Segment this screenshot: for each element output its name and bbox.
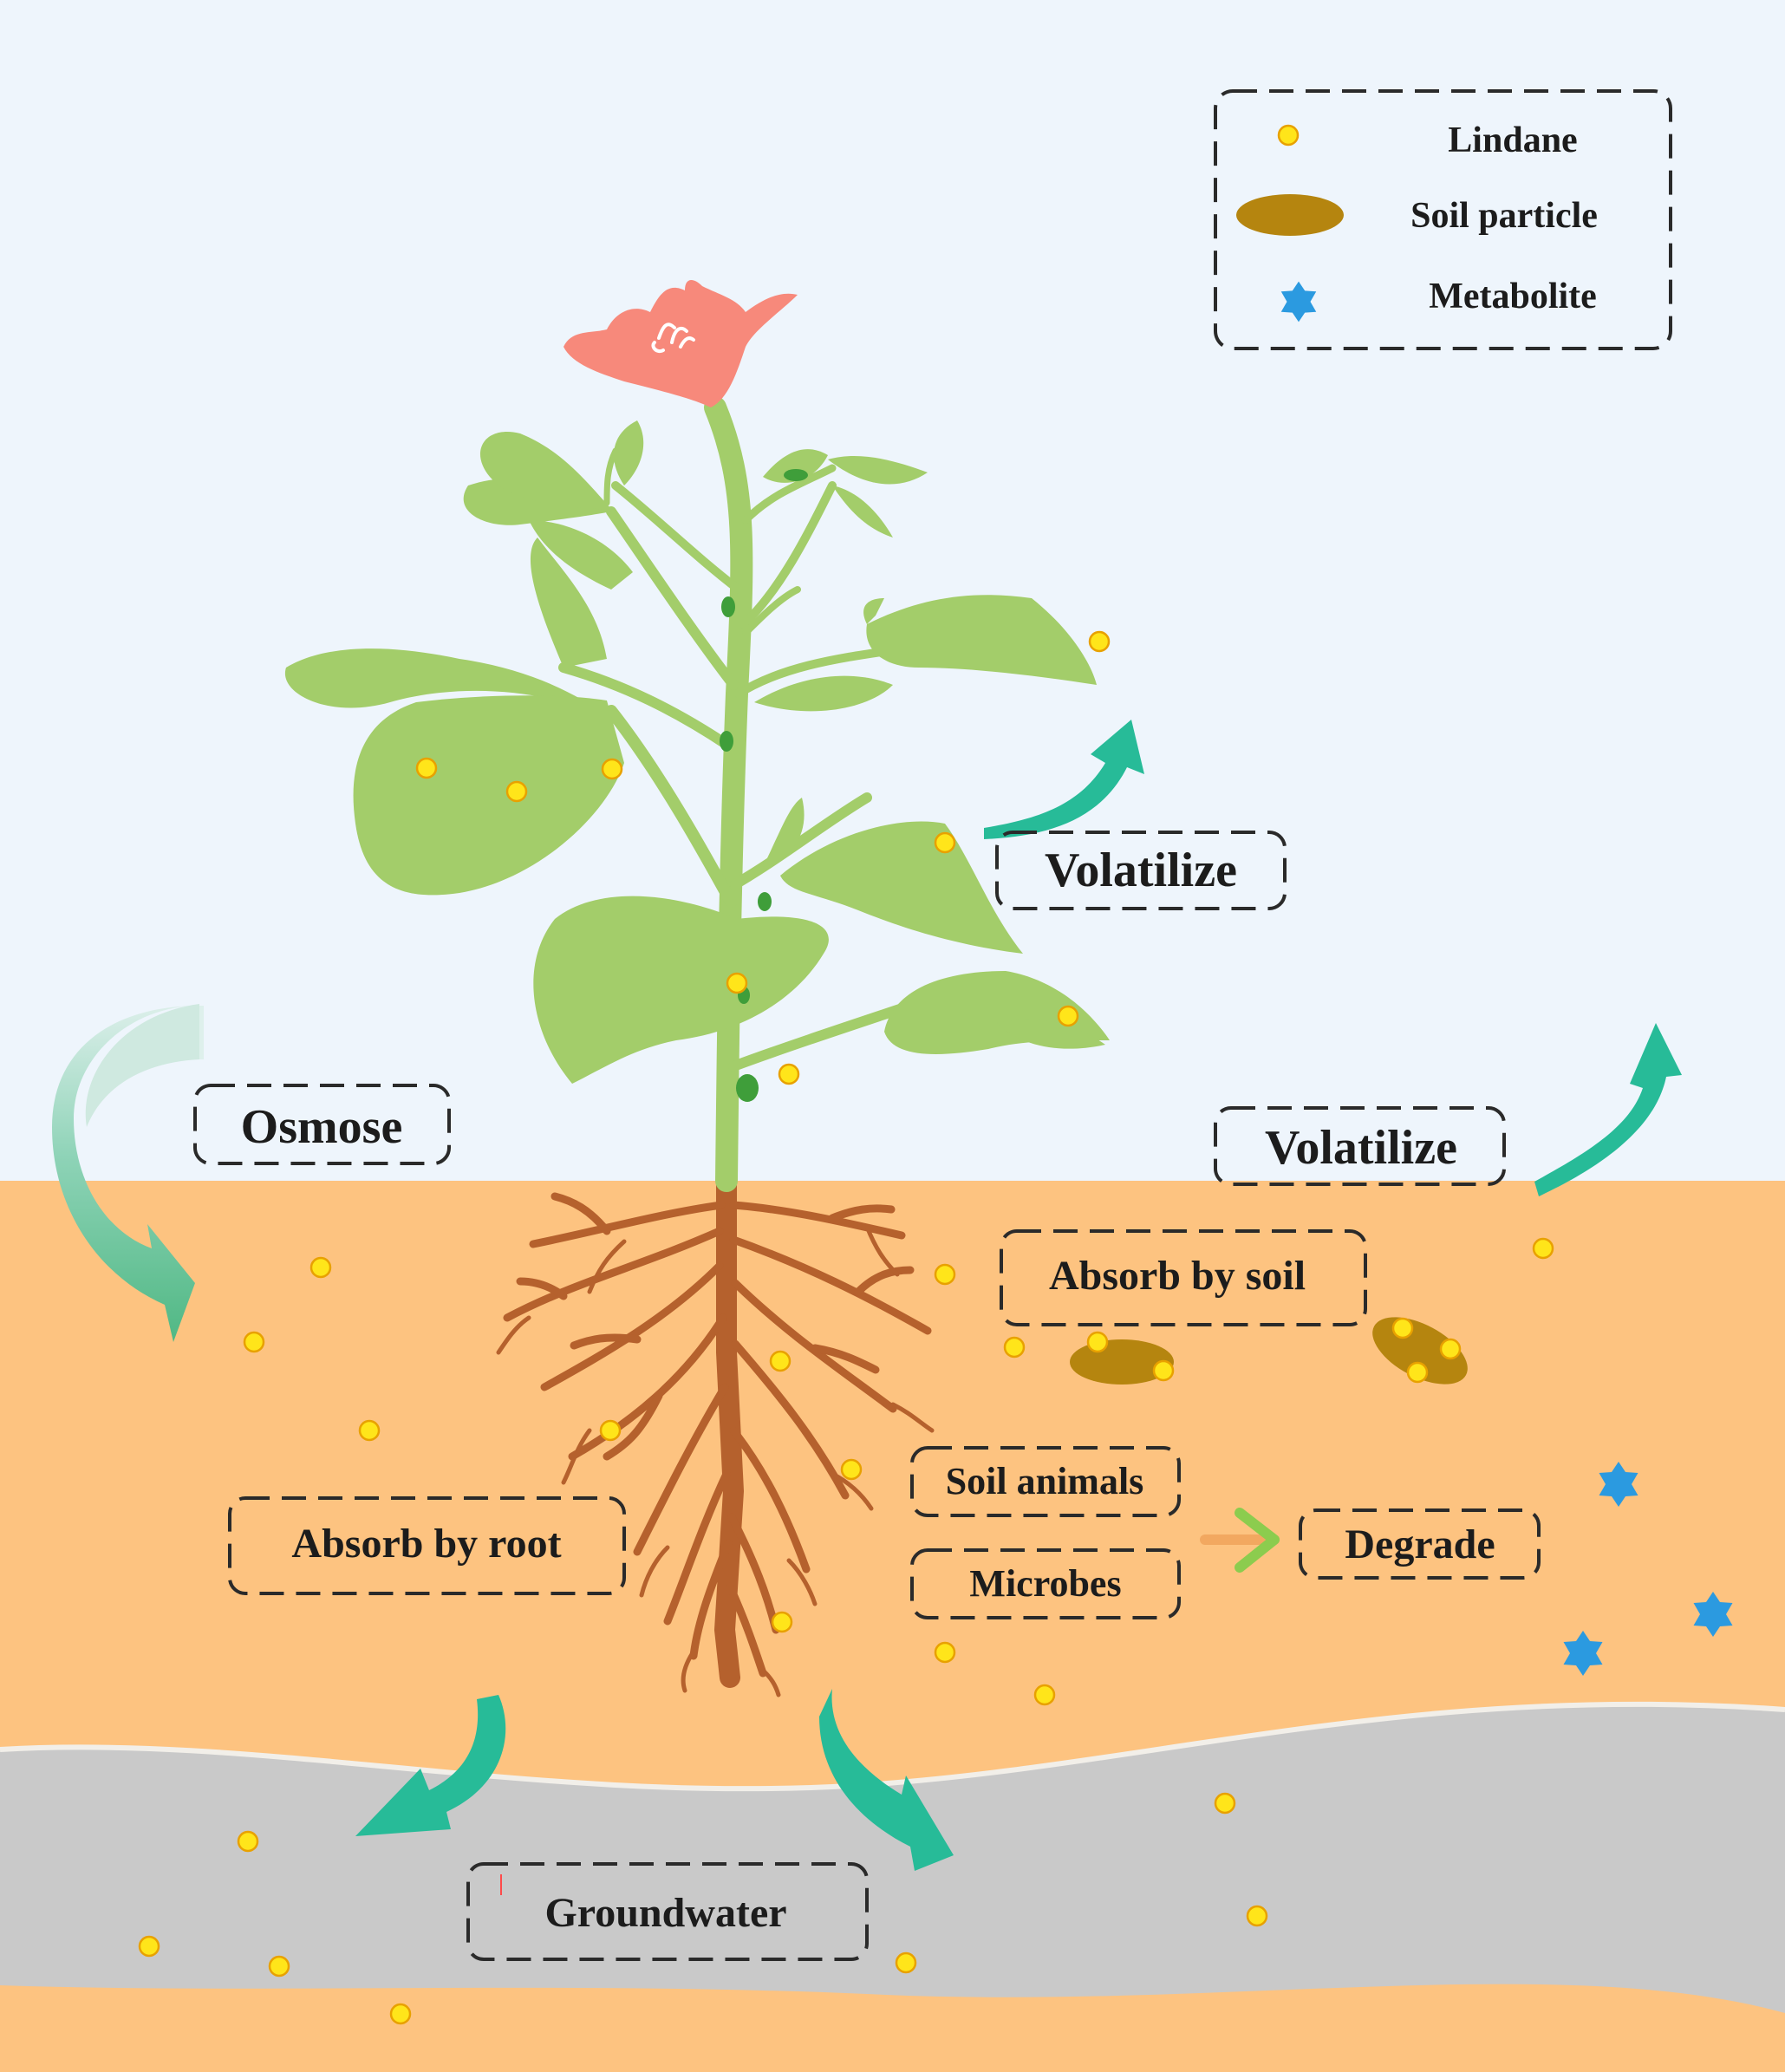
groundwater-box xyxy=(466,1862,869,1961)
label-groundwater: Groundwater xyxy=(544,1890,786,1936)
arrow-volatilize-plant xyxy=(984,720,1144,839)
microbes-box xyxy=(910,1548,1181,1619)
legend-label-lindane: Lindane xyxy=(1448,121,1577,160)
legend: Lindane Soil particle Metabolite xyxy=(1236,121,1598,323)
leaf-right-upper xyxy=(866,595,1097,685)
legend-box xyxy=(1214,89,1672,350)
label-microbes: Microbes xyxy=(969,1562,1121,1605)
flower xyxy=(564,280,798,407)
arrow-degrade xyxy=(1200,1508,1280,1573)
leaf-center-lower xyxy=(533,896,829,1084)
lindane-dot-icon xyxy=(1277,124,1300,147)
label-absorb-root: Absorb by root xyxy=(291,1521,561,1567)
label-absorb-soil: Absorb by soil xyxy=(1049,1253,1306,1299)
arrow-groundwater-right xyxy=(819,1689,954,1871)
absorb-soil-box xyxy=(1000,1229,1367,1326)
arrow-osmose xyxy=(52,1004,204,1342)
label-osmose: Osmose xyxy=(241,1100,403,1154)
arrow-groundwater-left xyxy=(355,1695,506,1836)
leaf-right-middle xyxy=(780,821,1023,954)
osmose-box xyxy=(193,1084,451,1165)
leaf-left-small xyxy=(463,478,611,525)
legend-label-soil-particle: Soil particle xyxy=(1410,196,1598,236)
soil-animals-box xyxy=(910,1446,1181,1517)
leaf-nodes xyxy=(720,469,808,1102)
legend-label-metabolite: Metabolite xyxy=(1429,277,1597,316)
soil-particle-icon xyxy=(1236,194,1344,236)
volatilize-soil-box xyxy=(1214,1106,1506,1186)
label-volatilize-soil: Volatilize xyxy=(1265,1121,1457,1175)
label-soil-animals: Soil animals xyxy=(946,1460,1144,1502)
plant-stems xyxy=(558,396,915,1192)
absorb-root-box xyxy=(228,1496,626,1595)
sky xyxy=(0,0,1785,1183)
plant-leaves xyxy=(284,420,1110,1084)
label-degrade: Degrade xyxy=(1345,1521,1495,1567)
leaf-left-large xyxy=(284,648,612,720)
label-volatilize-plant: Volatilize xyxy=(1045,844,1237,897)
volatilize-plant-box xyxy=(995,831,1287,910)
arrow-volatilize-soil xyxy=(1534,1023,1682,1196)
plant-roots xyxy=(496,1170,935,1697)
